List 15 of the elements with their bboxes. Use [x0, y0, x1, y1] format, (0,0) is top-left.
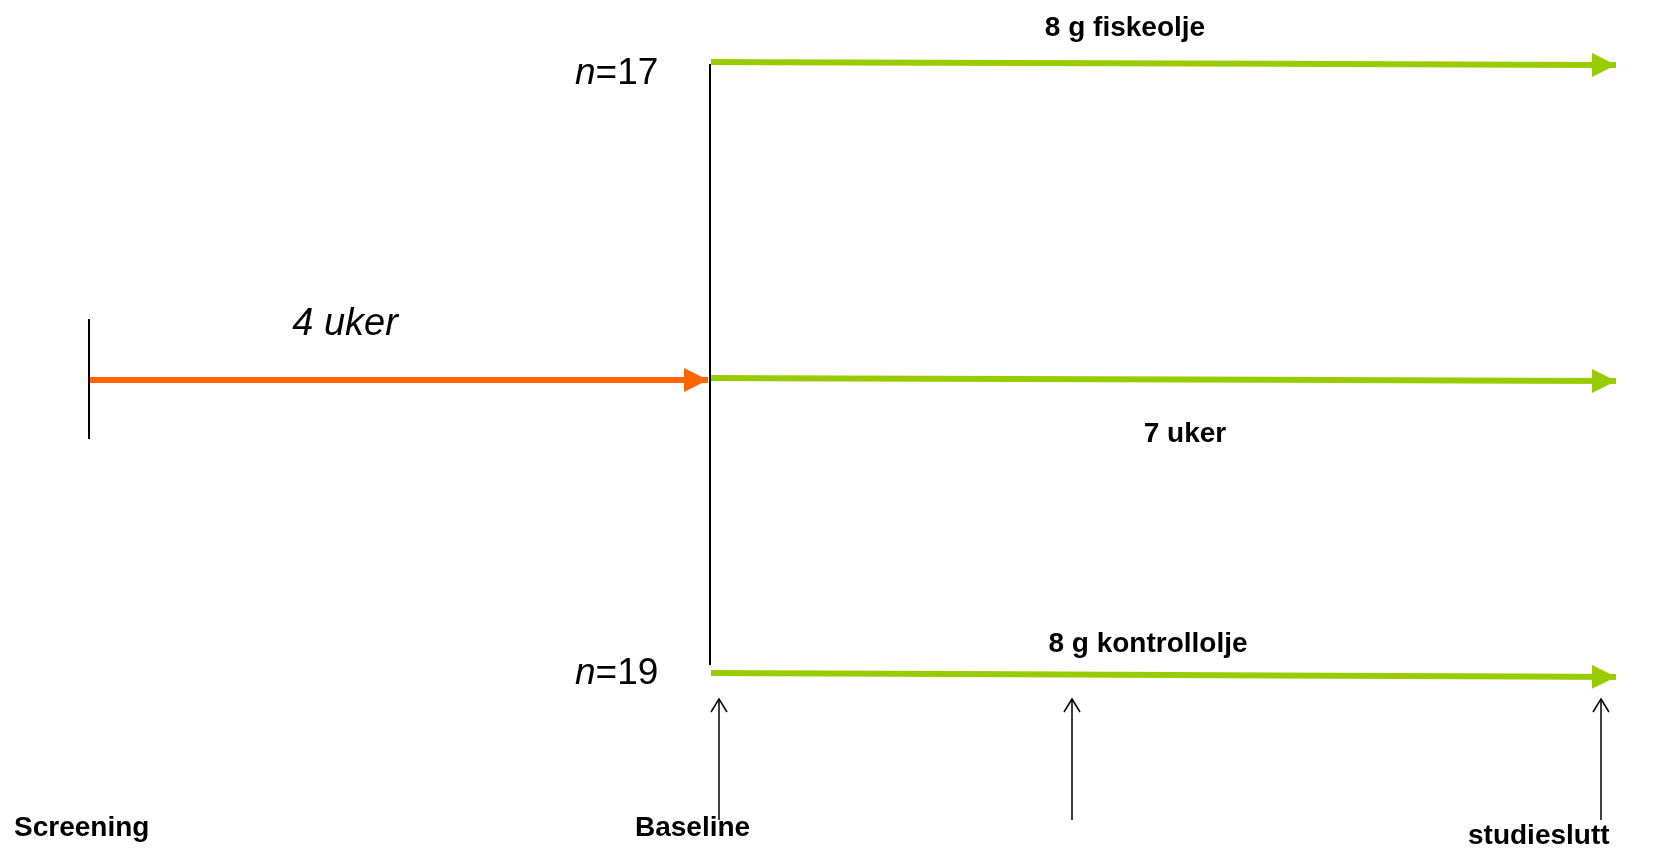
- arrow: [90, 368, 708, 392]
- timepoint-label: Screening: [14, 812, 150, 843]
- timepoint-label: studieslutt: [1468, 820, 1610, 851]
- tick-mark: [88, 319, 90, 439]
- group-size-label: n=19: [575, 652, 659, 693]
- vertical-line: [709, 64, 711, 665]
- edge-label: 8 g fiskeolje: [1044, 12, 1206, 43]
- edge-label: 4 uker: [292, 302, 398, 344]
- group-size-label: n=17: [575, 52, 659, 93]
- arrow: [711, 664, 1616, 689]
- edge-label: 8 g kontrollolje: [1048, 628, 1248, 659]
- edge-label: 7 uker: [1143, 418, 1227, 449]
- timepoint-label: Baseline: [635, 812, 751, 843]
- arrow: [711, 52, 1616, 77]
- arrow: [711, 368, 1616, 393]
